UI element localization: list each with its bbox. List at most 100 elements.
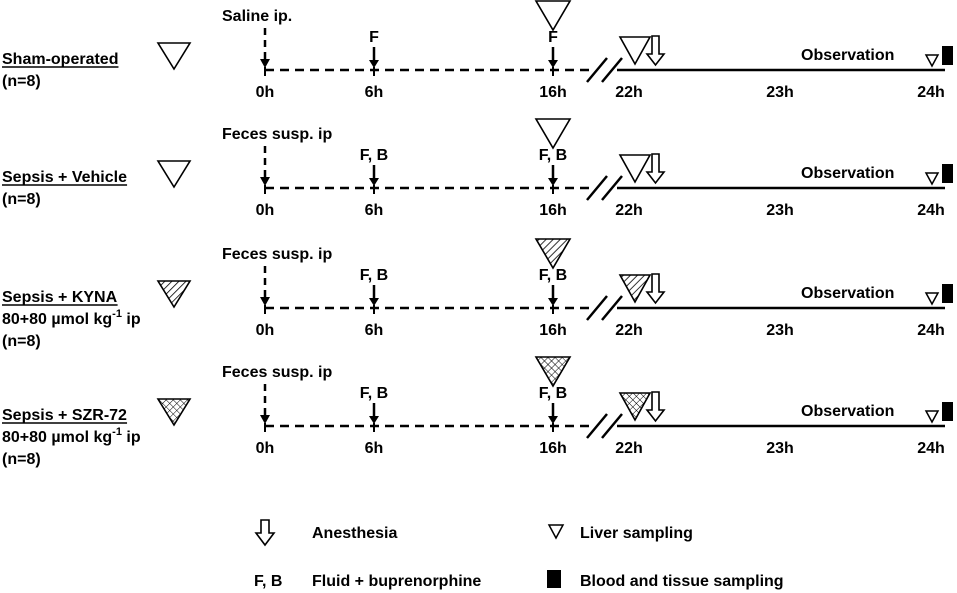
axis-break — [586, 295, 608, 321]
treatment-dose-triangle-icon — [534, 238, 572, 270]
time-label: 23h — [766, 84, 794, 101]
time-label: 6h — [365, 84, 384, 101]
blood-sampling-rect-icon — [942, 164, 953, 183]
treatment-dose-triangle-icon — [618, 154, 652, 184]
time-label: 6h — [365, 322, 384, 339]
legend-anesthesia-arrow-icon — [254, 519, 276, 547]
legend-fluid-label: Fluid + buprenorphine — [312, 573, 481, 590]
time-label: 6h — [365, 440, 384, 457]
legend-blood-label: Blood and tissue sampling — [580, 573, 784, 590]
liver-sampling-triangle-icon — [924, 172, 940, 186]
legend: Anesthesia Liver sampling F, B Fluid + b… — [254, 519, 784, 590]
axis-break — [601, 413, 623, 439]
time-label: 0h — [256, 84, 275, 101]
injection-arrow-head-icon — [260, 59, 270, 68]
time-label: 24h — [917, 322, 945, 339]
group-size: (n=8) — [2, 191, 41, 208]
axis-break — [586, 57, 608, 83]
time-label: 16h — [539, 440, 567, 457]
liver-sampling-triangle-icon — [924, 292, 940, 306]
injection-label: Feces susp. ip — [222, 246, 332, 263]
intervention-arrow-head-icon — [369, 60, 379, 68]
axis-break — [586, 175, 608, 201]
intervention-label: F — [369, 29, 379, 46]
intervention-label: F, B — [360, 385, 388, 402]
time-label: 0h — [256, 440, 275, 457]
axis-break — [586, 413, 608, 439]
group-size: (n=8) — [2, 451, 41, 468]
liver-sampling-triangle-icon — [924, 54, 940, 68]
axis-break — [601, 57, 623, 83]
injection-label: Feces susp. ip — [222, 364, 332, 381]
axis-break — [601, 295, 623, 321]
injection-label: Feces susp. ip — [222, 126, 332, 143]
injection-arrow-head-icon — [260, 415, 270, 424]
anesthesia-arrow-icon — [645, 153, 666, 185]
intervention-label: F, B — [539, 385, 567, 402]
treatment-dose-triangle-icon — [534, 356, 572, 388]
time-label: 16h — [539, 84, 567, 101]
time-label: 22h — [615, 202, 643, 219]
intervention-arrow-head-icon — [548, 416, 558, 424]
intervention-label: F, B — [539, 267, 567, 284]
injection-arrow-head-icon — [260, 177, 270, 186]
hatched-triangle-icon — [156, 280, 192, 309]
intervention-arrow-head-icon — [548, 60, 558, 68]
time-label: 24h — [917, 440, 945, 457]
blood-sampling-rect-icon — [942, 402, 953, 421]
treatment-dose-triangle-icon — [618, 392, 652, 422]
time-label: 22h — [615, 440, 643, 457]
legend-liver-triangle-icon — [547, 524, 565, 540]
legend-blood-rect-icon — [547, 570, 561, 588]
legend-anesthesia-label: Anesthesia — [312, 525, 397, 542]
time-label: 22h — [615, 84, 643, 101]
time-label: 24h — [917, 84, 945, 101]
treatment-dose-triangle-icon — [534, 0, 572, 32]
group-size: (n=8) — [2, 73, 41, 90]
group-rows: Sham-operated (n=8) Saline ip. F F 0h 6h 16h 22h… — [2, 0, 953, 468]
time-label: 0h — [256, 202, 275, 219]
time-label: 0h — [256, 322, 275, 339]
intervention-arrow-head-icon — [548, 298, 558, 306]
open-triangle-icon — [156, 42, 192, 71]
legend-fluid-key: F, B — [254, 573, 282, 590]
time-label: 16h — [539, 322, 567, 339]
time-label: 24h — [917, 202, 945, 219]
intervention-label: F, B — [360, 147, 388, 164]
anesthesia-arrow-icon — [645, 35, 666, 67]
intervention-arrow-head-icon — [548, 178, 558, 186]
anesthesia-arrow-icon — [645, 273, 666, 305]
group-row: Sepsis + SZR-72 80+80 µmol kg-1 ip (n=8) Fe… — [2, 356, 953, 468]
observation-label: Observation — [801, 403, 894, 420]
legend-liver-label: Liver sampling — [580, 525, 693, 542]
group-row: Sham-operated (n=8) Saline ip. F F 0h 6h 16h 22h… — [2, 0, 953, 101]
injection-arrow-head-icon — [260, 297, 270, 306]
time-label: 23h — [766, 202, 794, 219]
time-label: 23h — [766, 440, 794, 457]
treatment-dose-triangle-icon — [534, 118, 572, 150]
group-dose: 80+80 µmol kg-1 ip — [2, 308, 141, 328]
group-size: (n=8) — [2, 333, 41, 350]
group-dose: 80+80 µmol kg-1 ip — [2, 426, 141, 446]
blood-sampling-rect-icon — [942, 284, 953, 303]
intervention-arrow-head-icon — [369, 416, 379, 424]
time-label: 6h — [365, 202, 384, 219]
time-label: 16h — [539, 202, 567, 219]
anesthesia-arrow-icon — [645, 391, 666, 423]
intervention-arrow-head-icon — [369, 178, 379, 186]
observation-label: Observation — [801, 165, 894, 182]
intervention-arrow-head-icon — [369, 298, 379, 306]
crosshatched-triangle-icon — [156, 398, 192, 427]
group-name: Sepsis + SZR-72 — [2, 407, 127, 424]
injection-label: Saline ip. — [222, 8, 292, 25]
group-name: Sham-operated — [2, 51, 118, 68]
intervention-label: F — [548, 29, 558, 46]
time-label: 22h — [615, 322, 643, 339]
treatment-dose-triangle-icon — [618, 274, 652, 304]
blood-sampling-rect-icon — [942, 46, 953, 65]
group-name: Sepsis + Vehicle — [2, 169, 127, 186]
treatment-dose-triangle-icon — [618, 36, 652, 66]
